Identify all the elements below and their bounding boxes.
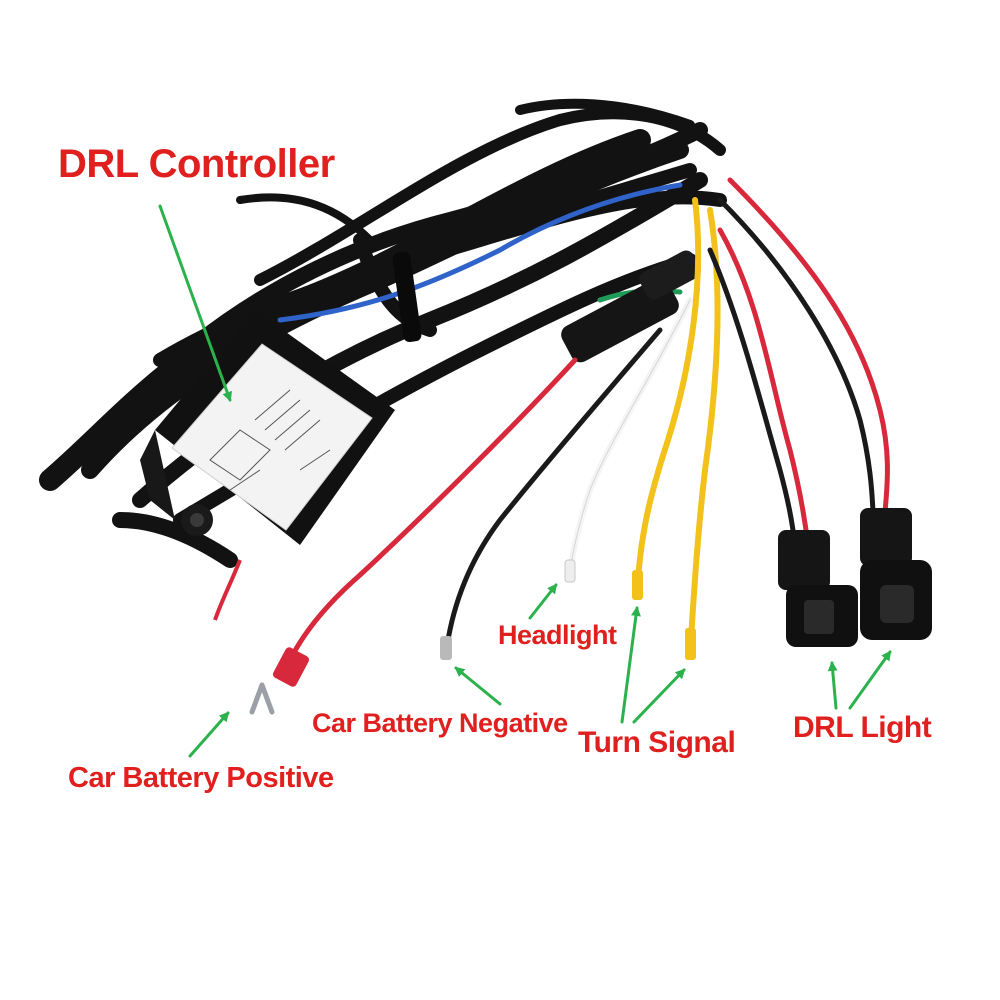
- arrow-drl-controller: [158, 204, 232, 402]
- car-battery-negative-label: Car Battery Negative: [312, 708, 568, 738]
- cable-tie: [392, 251, 422, 343]
- blue-wire: [277, 182, 683, 323]
- arrow-battery-negative: [454, 666, 502, 706]
- drl-light-red-wire-2: [727, 177, 890, 515]
- turn-signal-tip-2: [685, 628, 696, 660]
- drl-controller-label: DRL Controller: [58, 142, 335, 186]
- inline-fuse-holder: [561, 250, 701, 363]
- drl-controller-box: [140, 310, 395, 545]
- turn-signal-wire-1: [634, 197, 702, 598]
- drl-light-black-wire-2: [717, 197, 876, 515]
- controller-stub-leads: [213, 559, 242, 621]
- annotation-arrows: [158, 204, 892, 758]
- car-battery-positive-label: Car Battery Positive: [68, 762, 334, 794]
- headlight-wire-outline: [569, 299, 691, 571]
- arrow-battery-positive: [188, 711, 230, 758]
- headlight-label: Headlight: [498, 620, 617, 650]
- drl-connector-right: [860, 508, 932, 640]
- arrow-drl-light-2: [848, 650, 892, 710]
- negative-terminal-tip: [440, 636, 452, 660]
- turn-signal-wire-2: [687, 207, 721, 658]
- arrow-turn-signal-1: [620, 606, 641, 724]
- turn-signal-label: Turn Signal: [578, 726, 736, 759]
- turn-signal-tip-1: [632, 570, 643, 600]
- battery-positive-wire: [287, 357, 578, 663]
- fork-terminal: [249, 647, 310, 715]
- arrow-turn-signal-2: [632, 668, 686, 724]
- arrow-headlight: [528, 583, 558, 620]
- drl-connector-left: [778, 530, 858, 647]
- drl-light-black-wire-1: [707, 247, 798, 548]
- headlight-wire-tip: [564, 559, 576, 583]
- drl-light-red-wire-1: [717, 227, 811, 548]
- arrow-drl-light-1: [827, 661, 838, 710]
- drl-light-label: DRL Light: [793, 711, 932, 744]
- battery-negative-wire: [445, 327, 663, 643]
